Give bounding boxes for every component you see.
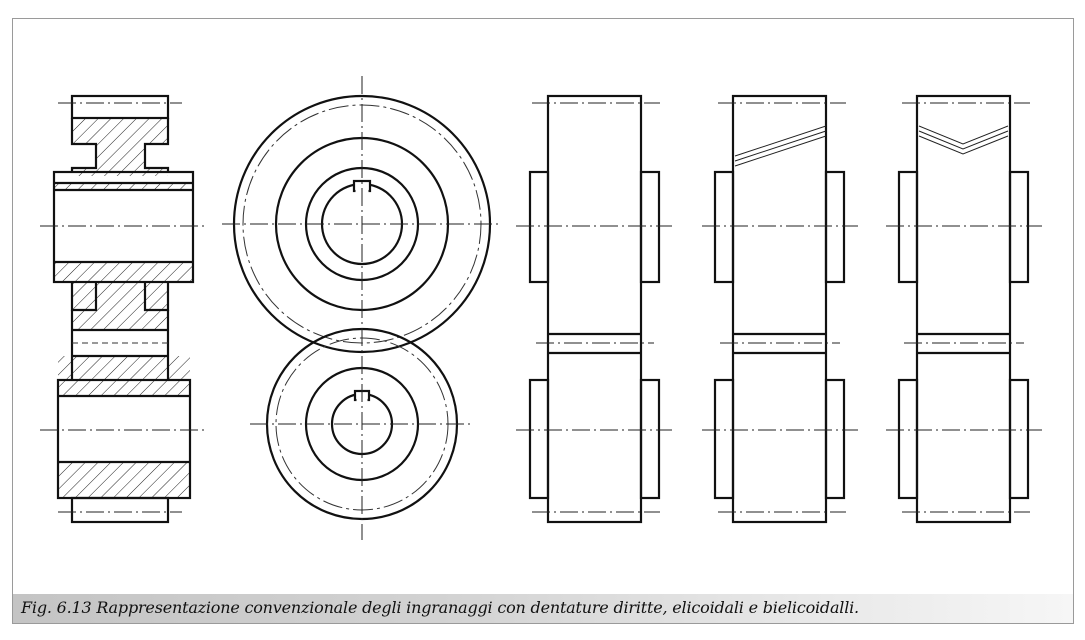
double-helical-teeth-lines (918, 125, 1009, 155)
section-hatching (54, 118, 193, 498)
figure-frame (12, 18, 1074, 624)
helical-teeth-lines (734, 125, 827, 167)
front-view (222, 76, 502, 540)
section-view (40, 94, 206, 524)
caption-band: Fig. 6.13 Rappresentazione convenzionale… (13, 594, 1073, 623)
helical-side-view (702, 94, 858, 524)
figure-caption: Fig. 6.13 Rappresentazione convenzionale… (21, 598, 859, 617)
double-helical-side-view (886, 94, 1042, 524)
spur-side-view (516, 94, 672, 524)
